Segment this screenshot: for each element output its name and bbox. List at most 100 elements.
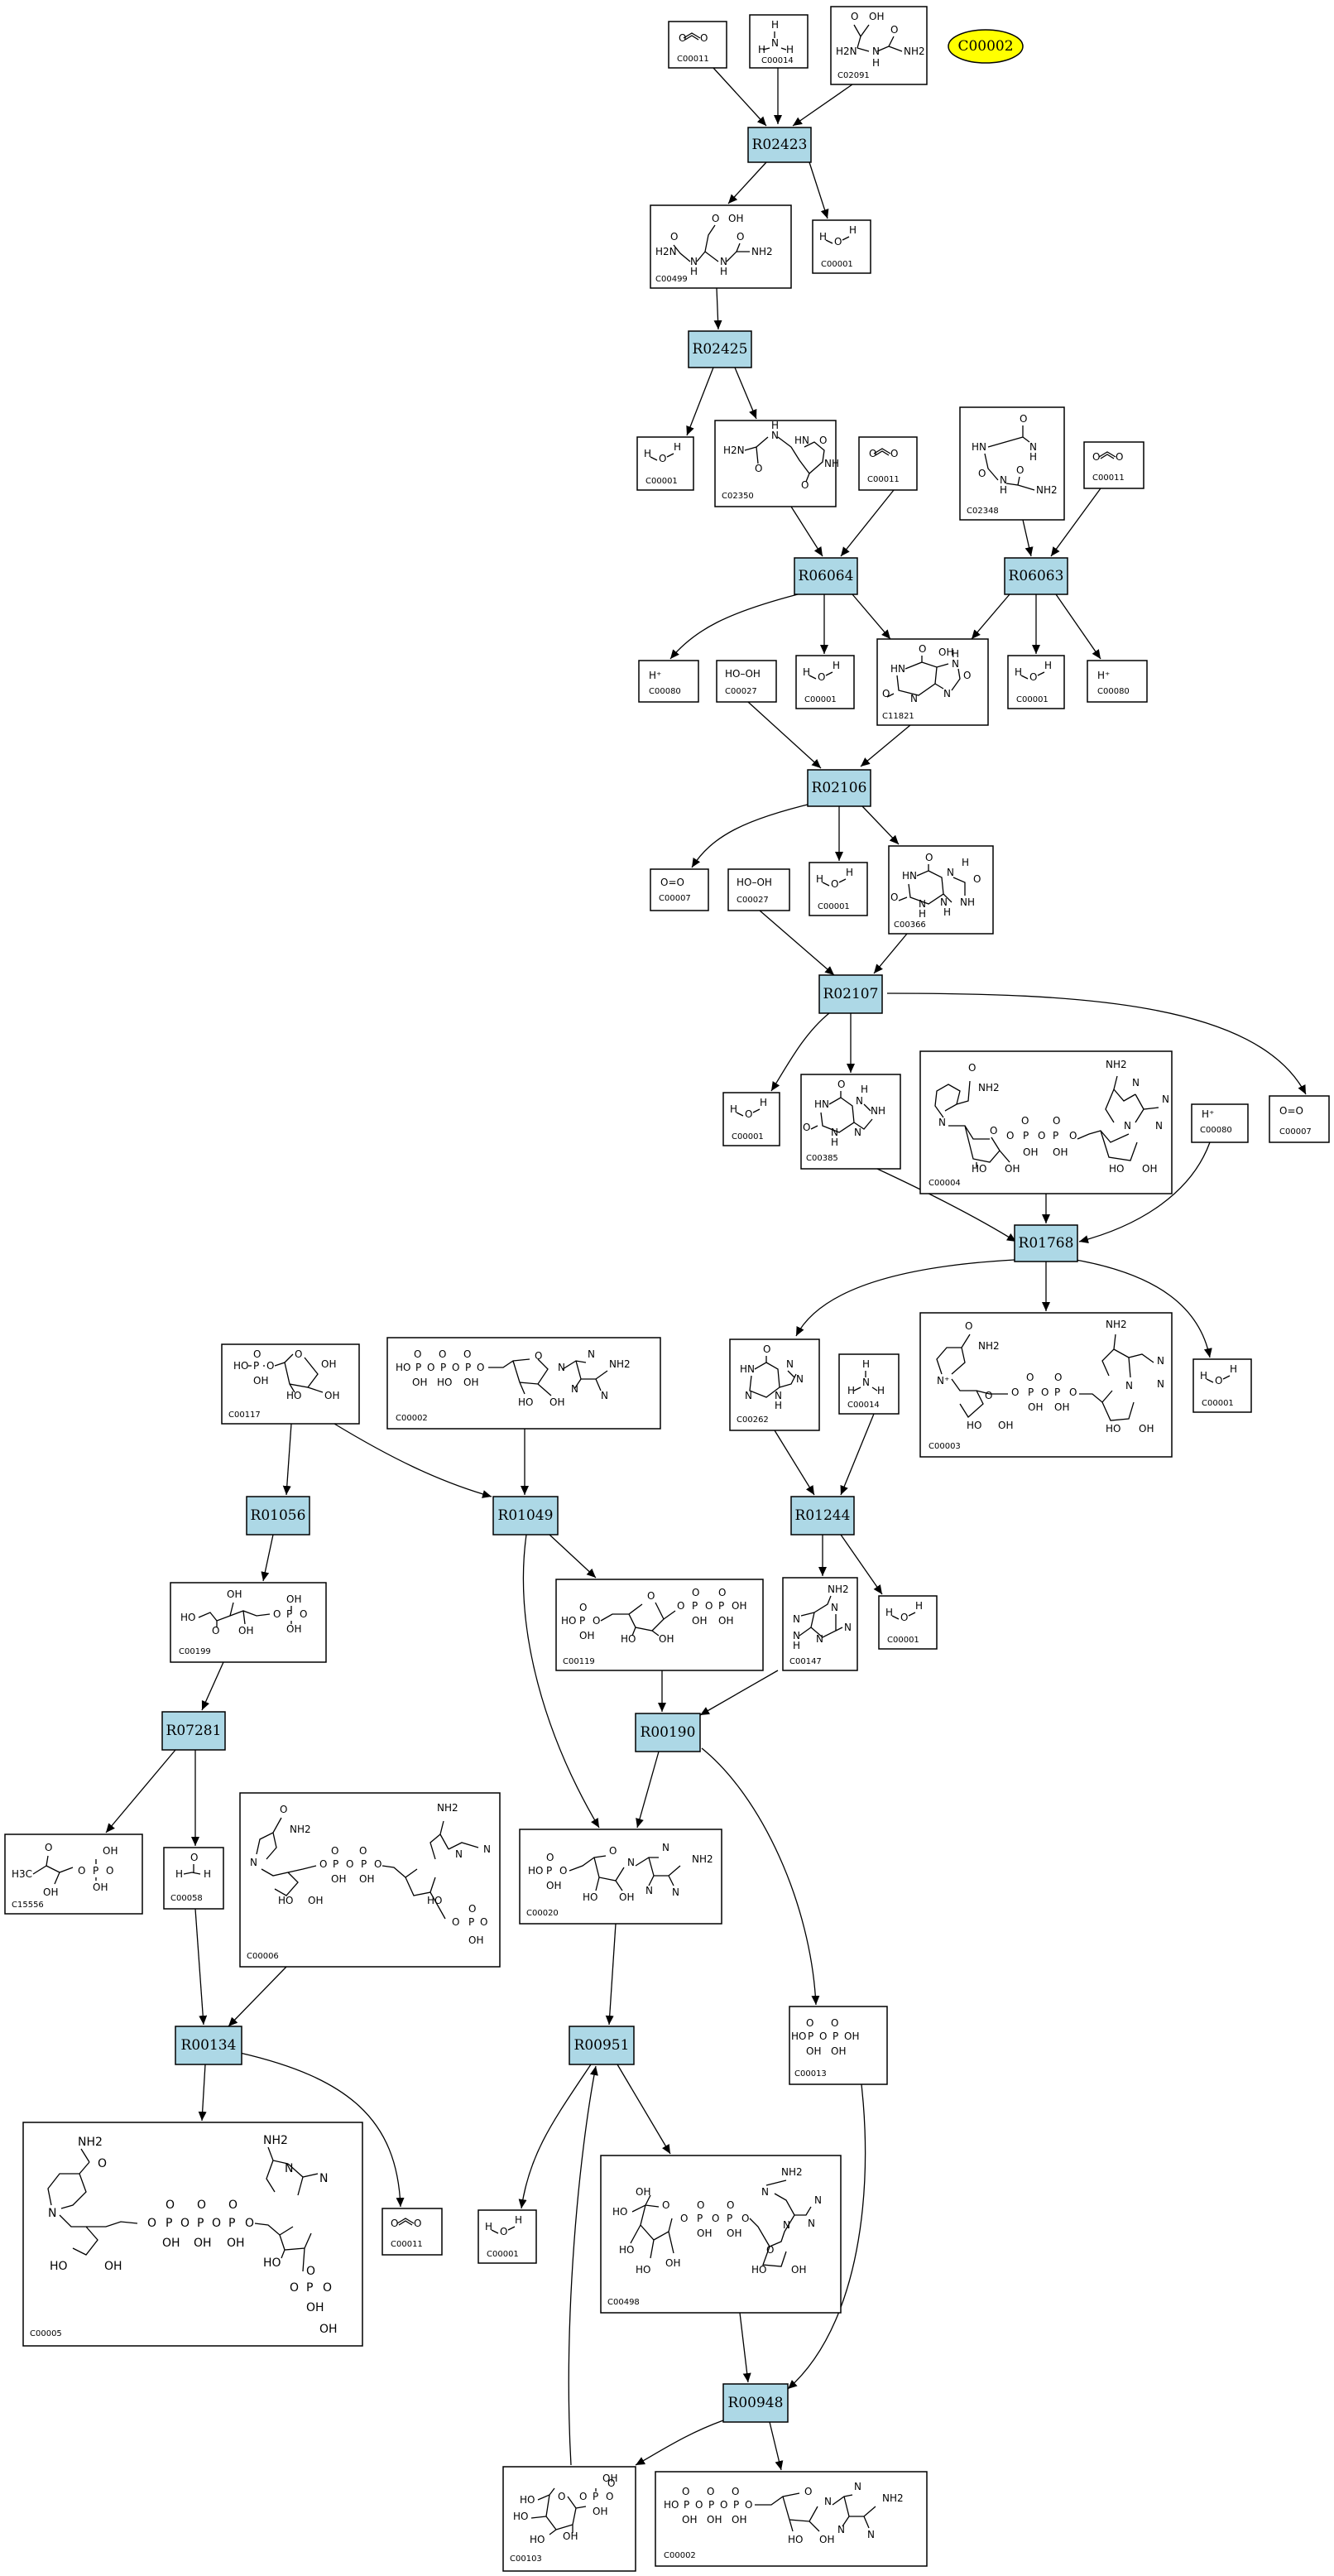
highlight-compound-node[interactable]: C00002	[948, 29, 1024, 64]
svg-text:H: H	[862, 1358, 870, 1370]
svg-text:C00080: C00080	[1097, 687, 1130, 696]
reaction-node-r00134[interactable]: R00134	[175, 2026, 242, 2065]
svg-text:NH2: NH2	[751, 246, 773, 257]
svg-text:NH: NH	[871, 1105, 885, 1117]
svg-text:OH: OH	[104, 2260, 122, 2273]
svg-text:O: O	[990, 1125, 997, 1137]
compound-node-c00147[interactable]: NH2 NN NNH N C00147	[782, 1577, 858, 1671]
svg-text:OH: OH	[728, 213, 743, 224]
svg-text:C02350: C02350	[722, 492, 754, 501]
reaction-node-r01768[interactable]: R01768	[1014, 1224, 1078, 1262]
svg-text:O: O	[98, 2157, 107, 2170]
compound-node-c00027[interactable]: HO–OH C00027	[727, 868, 790, 911]
svg-text:O: O	[197, 2199, 206, 2212]
compound-node-c00080[interactable]: H⁺ C00080	[1087, 660, 1148, 703]
svg-text:OH: OH	[1023, 1146, 1038, 1158]
compound-node-c00007[interactable]: O=O C00007	[650, 868, 709, 911]
reaction-node-r02106[interactable]: R02106	[807, 769, 871, 807]
compound-node-c00080[interactable]: H⁺ C00080	[1191, 1103, 1249, 1143]
reaction-node-r00190[interactable]: R00190	[635, 1713, 701, 1752]
reaction-node-r07281[interactable]: R07281	[161, 1711, 226, 1751]
svg-text:O: O	[834, 236, 842, 248]
svg-text:O: O	[559, 1865, 567, 1877]
reaction-node-r06063[interactable]: R06063	[1004, 557, 1068, 595]
svg-text:O: O	[1026, 1372, 1034, 1383]
svg-text:O: O	[819, 2031, 827, 2042]
svg-text:N: N	[831, 1602, 838, 1613]
svg-text:NH2: NH2	[692, 1853, 713, 1865]
reaction-node-r02423[interactable]: R02423	[747, 127, 812, 163]
svg-text:O: O	[1215, 1375, 1222, 1387]
reaction-node-r02107[interactable]: R02107	[818, 974, 883, 1014]
svg-text:O: O	[1020, 413, 1027, 425]
svg-text:H: H	[831, 1137, 838, 1148]
svg-text:C00385: C00385	[806, 1154, 838, 1163]
svg-text:O: O	[890, 24, 898, 36]
svg-text:HN: HN	[902, 870, 917, 882]
reaction-node-r06064[interactable]: R06064	[794, 557, 858, 595]
svg-text:O: O	[323, 2281, 332, 2295]
reaction-node-r00951[interactable]: R00951	[569, 2026, 635, 2065]
svg-text:O: O	[732, 2486, 739, 2497]
reaction-node-r00948[interactable]: R00948	[722, 2383, 789, 2423]
svg-text:HO: HO	[621, 1633, 636, 1645]
svg-text:H: H	[760, 1097, 767, 1108]
compound-node-c00080[interactable]: H⁺ C00080	[638, 660, 699, 703]
svg-text:HO: HO	[437, 1377, 452, 1388]
compound-node-c00027[interactable]: HO–OH C00027	[716, 660, 777, 703]
compound-node-c00007[interactable]: O=O C00007	[1269, 1095, 1330, 1143]
svg-text:P: P	[1054, 1387, 1060, 1398]
svg-text:H: H	[885, 1607, 893, 1618]
reaction-node-r01056[interactable]: R01056	[246, 1496, 310, 1536]
svg-text:O: O	[45, 1842, 52, 1853]
reaction-node-r01049[interactable]: R01049	[492, 1496, 559, 1536]
svg-text:OH: OH	[732, 1600, 746, 1612]
svg-text:N: N	[943, 688, 951, 699]
svg-text:NH: NH	[960, 896, 975, 908]
svg-text:O: O	[319, 1858, 327, 1870]
reaction-node-r02425[interactable]: R02425	[688, 330, 752, 368]
svg-text:OH: OH	[324, 1390, 339, 1401]
svg-text:OH: OH	[308, 1895, 323, 1906]
reaction-node-r01244[interactable]: R01244	[790, 1496, 855, 1536]
